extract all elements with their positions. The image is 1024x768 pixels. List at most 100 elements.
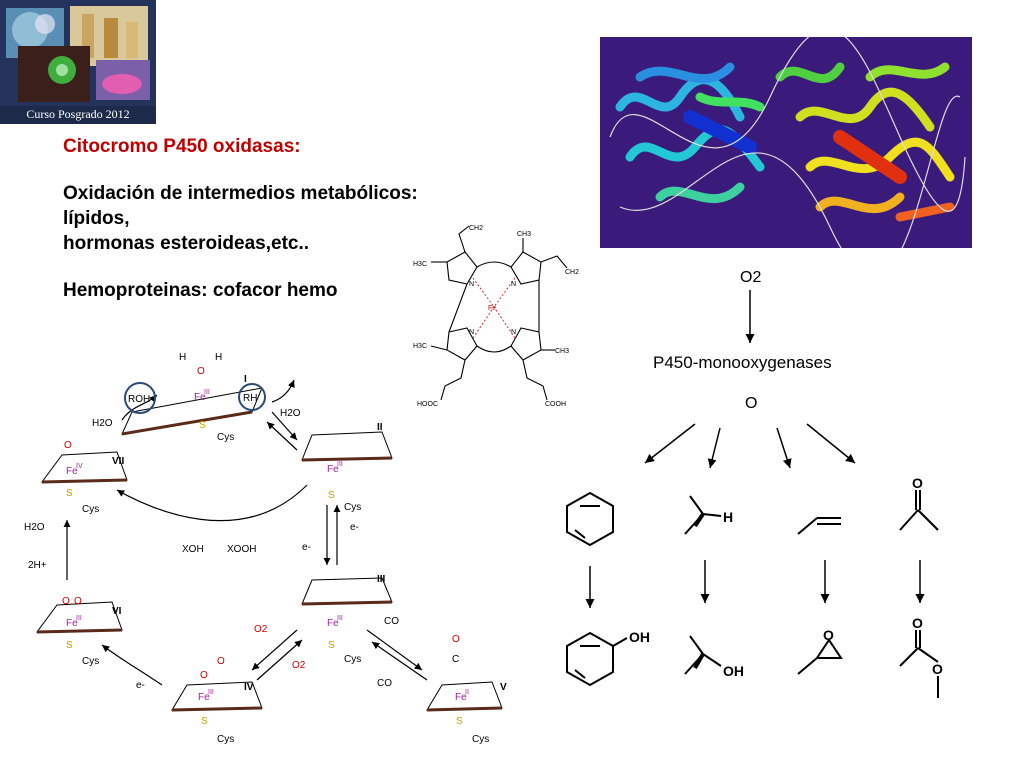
co-label-1: CO: [384, 616, 399, 627]
heme-n-label-3: N: [469, 329, 474, 336]
phenol-oh-label: OH: [629, 629, 650, 645]
slide-text: Citocromo P450 oxidasas: Oxidación de in…: [63, 134, 418, 303]
o-label-IV-1: O: [217, 656, 225, 667]
cycle-o-label: O: [197, 366, 205, 377]
o-label-V: O: [452, 634, 460, 645]
xoh-label: XOH: [182, 544, 204, 555]
fe-ox-VI: III: [76, 615, 82, 622]
fe-ox-IV: III: [208, 689, 214, 696]
benzene-ring: [566, 491, 614, 547]
heme-structure: CH2 CH2 H3C CH3 H3C CH3 Fe N N N N HOOC …: [405, 222, 595, 412]
text-line-4: Hemoproteinas: cofacor hemo: [63, 280, 338, 301]
heme-n-label-4: N: [511, 329, 516, 336]
heme-ch2b-label: CH2: [565, 269, 579, 276]
reactions-diagram: O2 P450-monooxygenases O: [566, 269, 943, 698]
logo-caption: Curso Posgrado 2012: [26, 107, 130, 121]
ester-o-label-2: O: [932, 661, 943, 677]
heme-plane-II: [301, 431, 393, 461]
o-label-VI-1: O: [62, 596, 70, 607]
two-h-label: 2H+: [28, 560, 47, 571]
s-label-IV: S: [201, 716, 208, 727]
text-line-1: Oxidación de intermedios metabólicos:: [63, 183, 418, 204]
o2-label: O2: [740, 269, 761, 286]
heme-fe-label: Fe: [488, 305, 496, 312]
cys-label-V: Cys: [472, 734, 489, 745]
epoxide-o-label: O: [823, 627, 834, 643]
o-label-VII: O: [64, 440, 72, 451]
c-label-V: C: [452, 654, 459, 665]
heme-ch3-label-2: CH3: [555, 348, 569, 355]
xooh-label: XOOH: [227, 544, 256, 555]
h2o-label-1: H2O: [92, 418, 113, 429]
fe-label-III: Fe: [327, 618, 339, 629]
s-label-VII: S: [66, 488, 73, 499]
protein-structure-image: [600, 37, 972, 248]
fe-label-IV: Fe: [198, 692, 210, 703]
co-label-2: CO: [377, 678, 392, 689]
fe-label-V: Fe: [455, 692, 467, 703]
s-label-II: S: [328, 490, 335, 501]
cys-label-III: Cys: [344, 654, 361, 665]
catalytic-cycle-diagram: H H O Fe S Cys ROH RH H2O H2O Fe S Cys e…: [24, 352, 507, 745]
heme-ch2-label: CH2: [469, 225, 483, 232]
protein-ribbon-figure: [600, 37, 972, 248]
stage-roman-IV: IV: [244, 682, 254, 693]
heme-ch3-label: CH3: [517, 231, 531, 238]
stage-roman-V: V: [500, 682, 507, 693]
fe-label-I: Fe: [194, 392, 206, 403]
roh-label: ROH: [128, 394, 150, 405]
e-label-1: e-: [350, 522, 359, 533]
p450-catalytic-cycle: H H O Fe S Cys ROH RH H2O H2O Fe S Cys e…: [22, 350, 522, 760]
o-label-IV-2: O: [200, 670, 208, 681]
stage-roman-VI: VI: [112, 606, 122, 617]
h2o-label-3: H2O: [24, 522, 45, 533]
monooxygenase-reactions: O2 P450-monooxygenases O: [545, 258, 985, 728]
cys-label-IV: Cys: [217, 734, 234, 745]
o-label-VI-2: O: [74, 596, 82, 607]
o-label: O: [745, 395, 757, 412]
stage-roman-I: I: [244, 374, 247, 385]
h-label: H: [723, 509, 733, 525]
e-label-2: e-: [302, 542, 311, 553]
s-label-I: S: [199, 420, 206, 431]
heme-diagram: CH2 CH2 H3C CH3 H3C CH3 Fe N N N N HOOC …: [413, 225, 579, 408]
fe-ox-III: III: [337, 615, 343, 622]
alcohol-oh-label: OH: [723, 663, 744, 679]
cys-label-VI: Cys: [82, 656, 99, 667]
cys-label-II: Cys: [344, 502, 361, 513]
text-line-3: hormonas esteroideas,etc..: [63, 233, 310, 254]
fe-ox-I: III: [204, 389, 210, 396]
fe-ox-II: III: [337, 461, 343, 468]
h2o-label-2: H2O: [280, 408, 301, 419]
heme-n-label-1: N: [469, 281, 474, 288]
fe-label-VII: Fe: [66, 466, 78, 477]
stage-roman-VII: VII: [112, 456, 124, 467]
cycle-h-label-2: H: [215, 352, 222, 363]
fe-ox-V: II: [465, 689, 469, 696]
cys-label-I: Cys: [217, 432, 234, 443]
ester-o-label-1: O: [912, 615, 923, 631]
slide-heading: Citocromo P450 oxidasas:: [63, 136, 301, 157]
logo-collage-image: [0, 0, 156, 124]
heme-h3c-label-2: H3C: [413, 343, 427, 350]
s-label-III: S: [328, 640, 335, 651]
course-logo: Curso Posgrado 2012: [0, 0, 156, 124]
fe-ox-VII: IV: [76, 463, 83, 470]
stage-roman-II: II: [377, 422, 383, 433]
fe-label-II: Fe: [327, 464, 339, 475]
heme-hooc-label: HOOC: [417, 401, 438, 408]
cys-label-VII: Cys: [82, 504, 99, 515]
phenol-ring: [566, 631, 614, 687]
heme-h3c-label: H3C: [413, 261, 427, 268]
o2-label-2: O2: [292, 660, 306, 671]
enzyme-label: P450-monooxygenases: [653, 353, 832, 372]
fe-label-VI: Fe: [66, 618, 78, 629]
heme-n-label-2: N: [511, 281, 516, 288]
stage-roman-III: III: [377, 574, 386, 585]
s-label-VI: S: [66, 640, 73, 651]
text-line-2: lípidos,: [63, 208, 130, 229]
e-label-3: e-: [136, 680, 145, 691]
rh-label: RH: [243, 393, 257, 404]
cycle-h-label-1: H: [179, 352, 186, 363]
heme-cooh-label: COOH: [545, 401, 566, 408]
